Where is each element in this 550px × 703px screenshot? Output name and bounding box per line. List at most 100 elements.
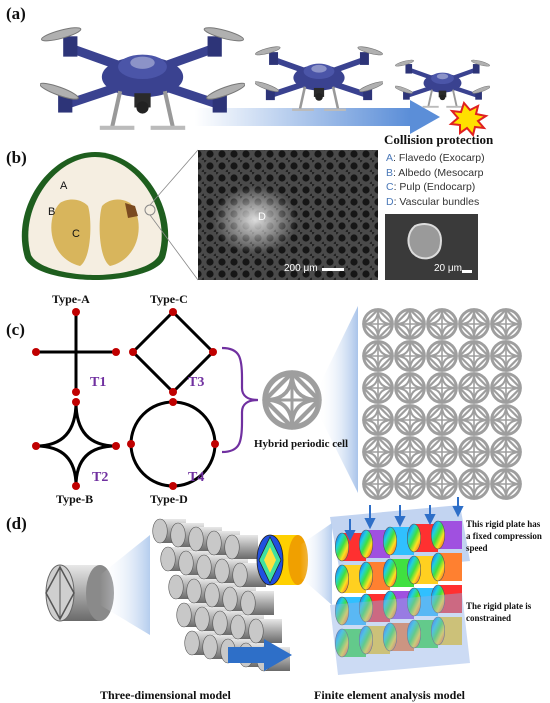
fruit-letter-c: C <box>72 228 80 240</box>
cylinder-face <box>204 582 220 608</box>
label-t1: T1 <box>90 375 107 390</box>
lattice-cell <box>458 372 490 404</box>
caption-3d-model: Three-dimensional model <box>100 688 231 702</box>
legend: A: Flavedo (Exocarp) B: Albedo (Mesocarp… <box>386 151 485 209</box>
fe-cylinder-face <box>406 619 422 649</box>
lattice-cell <box>490 468 522 500</box>
grouping-brace <box>221 346 259 454</box>
legend-text: : Flavedo (Exocarp) <box>393 152 485 164</box>
lattice-cell <box>362 436 394 468</box>
direction-arrow-body <box>195 108 410 126</box>
lattice-cell <box>490 340 522 372</box>
rigid-plate-bottom <box>330 593 470 675</box>
fruit-letter-b: B <box>48 206 56 218</box>
fe-cylinder-face <box>334 564 350 594</box>
fe-cylinder-face <box>334 628 350 658</box>
fe-cylinder-face <box>358 625 374 655</box>
drone-icon-large <box>39 25 247 128</box>
note-top: This rigid plate has a fixed compression… <box>466 519 542 553</box>
legend-text: : Pulp (Endocarp) <box>393 181 476 193</box>
label-t3: T3 <box>188 375 205 390</box>
sem-scale-small: 20 μm <box>434 263 462 274</box>
sem-scale-main: 200 μm <box>284 263 318 274</box>
collision-caption: Collision protection <box>384 132 494 147</box>
cylinder-face <box>224 534 240 560</box>
lattice-cell <box>362 340 394 372</box>
cylinder-face <box>152 518 168 544</box>
lattice-cell <box>362 308 394 340</box>
fe-cylinder-face <box>382 526 398 556</box>
label-t2: T2 <box>92 470 109 485</box>
fe-cylinder-face <box>382 590 398 620</box>
model-arrow-body <box>228 647 264 663</box>
load-arrows <box>344 497 464 542</box>
label-type-c: Type-C <box>150 292 188 306</box>
model-arrow-head <box>264 639 292 671</box>
cylinder-face <box>248 618 264 644</box>
panel-b-label: (b) <box>6 148 27 167</box>
legend-item-b: B: Albedo (Mesocarp <box>386 166 485 181</box>
cylinder-face <box>184 630 200 656</box>
label-type-d: Type-D <box>150 492 188 506</box>
lattice-cell <box>490 308 522 340</box>
lattice-cell <box>490 436 522 468</box>
cylinder-face <box>178 550 194 576</box>
label-type-b: Type-B <box>56 492 94 506</box>
legend-key: D <box>386 195 394 208</box>
lattice-cell <box>490 372 522 404</box>
legend-key: B <box>386 166 394 179</box>
label-t4: T4 <box>188 470 205 485</box>
legend-key: C <box>386 181 394 193</box>
lattice-cell <box>426 372 458 404</box>
lattice-cell <box>426 468 458 500</box>
cylinder-face <box>240 590 256 616</box>
hybrid-cell-icon <box>265 373 319 427</box>
panel-d-label: (d) <box>6 514 27 533</box>
fe-cylinder-face <box>406 587 422 617</box>
label-type-a: Type-A <box>52 292 90 306</box>
fe-cylinder-face <box>358 593 374 623</box>
fe-cylinder-array <box>334 520 462 658</box>
drone-icon-small <box>394 59 491 107</box>
fe-cylinder-face <box>430 552 446 582</box>
lattice-cell <box>426 340 458 372</box>
fe-cylinder-face <box>430 616 446 646</box>
lattice-cell <box>394 308 426 340</box>
drone-icon-medium <box>254 45 385 110</box>
panel-c-unit-cells <box>32 306 522 500</box>
note-bottom: The rigid plate is constrained <box>466 601 532 623</box>
legend-key: A <box>386 152 394 164</box>
fe-cylinder-face <box>382 622 398 652</box>
sem-letter-d: D <box>258 211 266 223</box>
cylinder-face <box>170 522 186 548</box>
cylinder-face <box>168 574 184 600</box>
panel-a-label: (a) <box>6 4 26 23</box>
lattice-cell <box>394 468 426 500</box>
explosion-icon <box>448 101 489 138</box>
panel-c-label: (c) <box>6 320 25 339</box>
citrus-section-image <box>21 149 478 281</box>
cylinder-face <box>186 578 202 604</box>
cylinder-face <box>188 526 204 552</box>
lattice-cell <box>458 436 490 468</box>
type-a-cell <box>36 312 116 392</box>
panel-a-drones <box>0 0 550 138</box>
lattice-cell <box>458 308 490 340</box>
fe-cylinder-face <box>358 561 374 591</box>
lattice-cell <box>362 404 394 436</box>
cylinder-face <box>230 614 246 640</box>
lattice-cell <box>394 436 426 468</box>
hybrid-cell-caption: Hybrid periodic cell <box>254 438 349 450</box>
cylinder-face <box>202 634 218 660</box>
cylinder-face <box>206 530 222 556</box>
panel-d-models <box>45 497 470 675</box>
fe-cylinder-face <box>382 558 398 588</box>
legend-item-d: D: Vascular bundles <box>386 195 485 210</box>
lattice-cell <box>458 404 490 436</box>
lattice-cell <box>394 372 426 404</box>
lattice-icon <box>362 308 522 500</box>
legend-item-c: C: Pulp (Endocarp) <box>386 180 485 195</box>
cylinder-face <box>214 558 230 584</box>
cylinder-face <box>232 562 248 588</box>
cylinder-face <box>212 610 228 636</box>
